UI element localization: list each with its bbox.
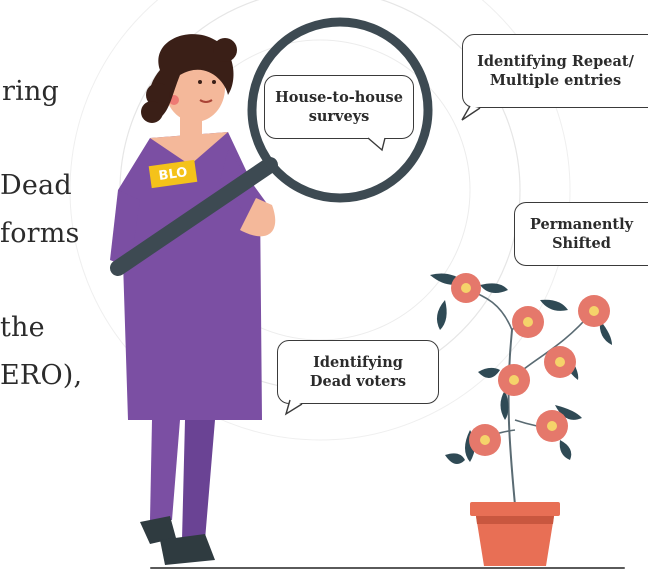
bubble-line: Dead voters [309, 373, 407, 390]
text-fragment-2: Dead [0, 170, 72, 201]
bubble-line: Identifying [313, 354, 403, 371]
bubble-house-to-house-surveys: House-to-house surveys [264, 75, 414, 139]
bubble-identifying-repeat-entries: Identifying Repeat/ Multiple entries [462, 34, 648, 108]
bubble-line: Identifying Repeat/ [477, 53, 634, 70]
bubble-line: Multiple entries [489, 72, 622, 89]
text-fragment-5: ERO), [0, 360, 83, 391]
bubble-permanently-shifted: Permanently Shifted [514, 202, 648, 266]
ground-line [150, 567, 625, 569]
text-fragment-1: ring [2, 76, 60, 107]
bubble-line: Shifted [552, 235, 611, 252]
text-fragment-3: forms [0, 218, 80, 249]
bubble-identifying-dead-voters: Identifying Dead voters [277, 340, 439, 404]
text-fragment-4: the [0, 312, 45, 343]
bubble-line: surveys [308, 108, 370, 125]
bubble-line: Permanently [529, 216, 634, 233]
bubble-line: House-to-house [275, 89, 403, 106]
